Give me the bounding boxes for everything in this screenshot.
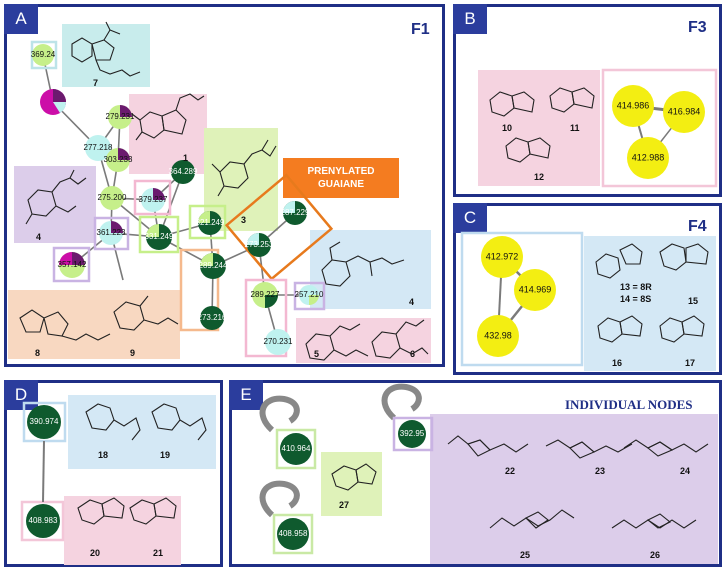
structure-box-20-21 <box>64 496 181 565</box>
panel-b-structures <box>489 87 595 163</box>
panel-a-structures <box>19 21 429 361</box>
compound-label-10: 10 <box>502 123 513 133</box>
compound-label-4a: 4 <box>36 232 42 242</box>
compound-label-13: 13 = 8R <box>620 282 652 292</box>
panel-a-nodes: 369.24 279.231 277.218 303.233 275.200 3… <box>31 44 324 355</box>
compound-label-26: 26 <box>650 550 661 560</box>
node-a-15: 289.244 <box>199 261 228 270</box>
node-b-1: 414.986 <box>617 100 650 110</box>
compound-label-3: 3 <box>241 215 247 225</box>
node-a-3: 277.218 <box>84 143 113 152</box>
node-a-18: 273.216 <box>198 313 227 322</box>
panel-b-network: 414.986 416.984 412.988 <box>601 68 718 188</box>
compound-label-5: 5 <box>314 349 320 359</box>
node-a-7: 364.289 <box>169 167 198 176</box>
node-a-16: 289.227 <box>251 290 280 299</box>
node-a-6: 379.237 <box>139 195 168 204</box>
node-b-3: 412.988 <box>632 152 665 162</box>
structure-box-13-17 <box>584 236 716 371</box>
compound-label-14: 14 = 8S <box>620 294 652 304</box>
node-c-2: 414.969 <box>519 284 552 294</box>
panel-b-label: B <box>453 4 487 34</box>
compound-label-24: 24 <box>680 466 691 476</box>
compound-label-21: 21 <box>153 548 164 558</box>
panel-a-node-highlights <box>30 40 334 358</box>
structure-box-7 <box>62 24 150 87</box>
panel-c-title: F4 <box>688 218 707 235</box>
compound-label-6: 6 <box>410 349 416 359</box>
node-c-1: 412.972 <box>486 251 519 261</box>
node-a-9: 361.223 <box>97 228 126 237</box>
node-a-5: 275.200 <box>98 193 127 202</box>
compound-label-11: 11 <box>570 123 580 133</box>
panel-c-label: C <box>453 203 487 233</box>
node-e-2: 408.958 <box>279 529 308 538</box>
panel-e-title: INDIVIDUAL NODES <box>565 397 693 412</box>
compound-label-20: 20 <box>90 548 101 558</box>
node-a-10: 357.142 <box>58 260 87 269</box>
structure-box-22-26 <box>430 414 718 564</box>
panel-a-title: F1 <box>411 21 430 38</box>
structure-box-5-6 <box>296 318 431 363</box>
panel-d-label: D <box>4 380 38 410</box>
node-a-17: 257.210 <box>295 290 324 299</box>
node-a-8: 331.249 <box>145 232 174 241</box>
panel-b-title: F3 <box>688 19 707 36</box>
node-a-14: 273.253 <box>245 240 274 249</box>
node-c-3: 432.98 <box>484 330 512 340</box>
panel-e-network: 410.964 408.958 392.95 <box>259 383 434 555</box>
compound-label-15: 15 <box>688 296 699 306</box>
node-e-1: 410.964 <box>282 444 311 453</box>
node-a-2: 279.231 <box>106 112 135 121</box>
node-a-19: 270.231 <box>264 337 293 346</box>
node-b-2: 416.984 <box>668 106 701 116</box>
compound-label-18: 18 <box>98 450 109 460</box>
compound-label-12: 12 <box>534 172 545 182</box>
node-a-13: 287.229 <box>281 208 310 217</box>
structure-box-4b <box>310 230 431 309</box>
compound-label-23: 23 <box>595 466 606 476</box>
compound-label-1: 1 <box>183 153 189 163</box>
panel-d-structures <box>77 403 207 525</box>
panel-e-label: E <box>229 380 263 410</box>
panel-e-structures <box>331 435 709 529</box>
compound-label-25: 25 <box>520 550 531 560</box>
compound-label-22: 22 <box>505 466 516 476</box>
panel-d-network: 390.974 408.983 <box>20 401 67 542</box>
compound-label-17: 17 <box>685 358 696 368</box>
prenylated-line1: PRENYLATED <box>307 166 375 177</box>
compound-label-19: 19 <box>160 450 171 460</box>
structure-box-8-9 <box>8 290 180 359</box>
compound-label-16: 16 <box>612 358 623 368</box>
node-a-12: 321.249 <box>196 218 225 227</box>
compound-label-4b: 4 <box>409 297 415 307</box>
node-a-1: 369.24 <box>31 50 56 59</box>
panel-c-structures <box>595 243 709 343</box>
node-e-3: 392.95 <box>400 429 425 438</box>
panel-c-network: 412.972 414.969 432.98 <box>460 231 584 367</box>
node-d-1: 390.974 <box>30 417 59 426</box>
panel-a-label: A <box>4 4 38 34</box>
node-d-2: 408.983 <box>29 516 58 525</box>
prenylated-guaiane-label: PRENYLATED GUAIANE <box>283 158 399 198</box>
compound-label-8: 8 <box>35 348 41 358</box>
prenylated-line2: GUAIANE <box>317 179 365 190</box>
compound-label-7: 7 <box>93 78 99 88</box>
compound-label-9: 9 <box>130 348 136 358</box>
compound-label-27: 27 <box>339 500 350 510</box>
structure-box-1 <box>129 94 207 174</box>
node-a-4: 303.233 <box>104 155 133 164</box>
